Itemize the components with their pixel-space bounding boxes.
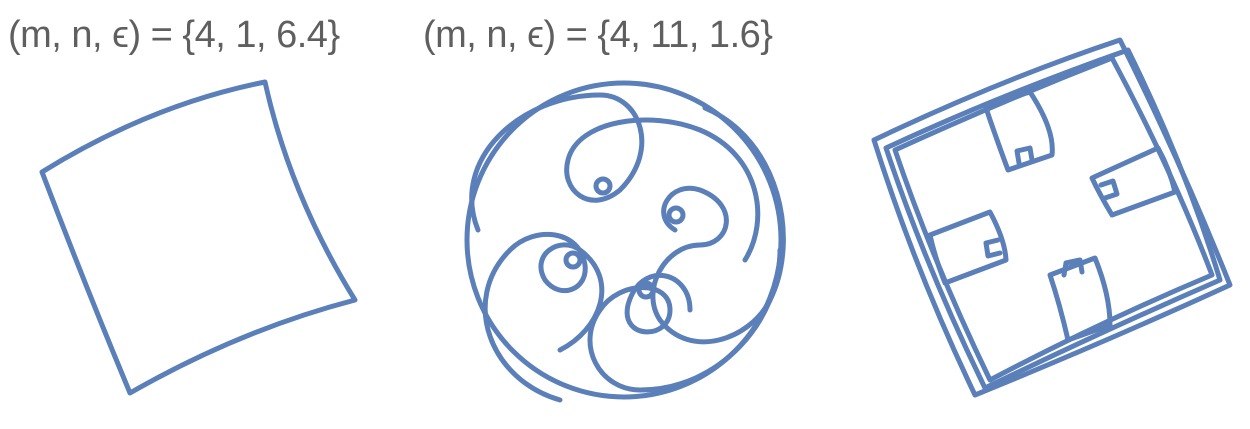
panel-2-curve [464, 80, 786, 403]
panel-2-caption: (m, n, ϵ) = {4, 11, 1.6} [423, 14, 773, 56]
panel-3-curve [871, 37, 1233, 398]
panel-1-caption: (m, n, ϵ) = {4, 1, 6.4} [8, 14, 340, 56]
panel-1-curve [39, 79, 358, 396]
